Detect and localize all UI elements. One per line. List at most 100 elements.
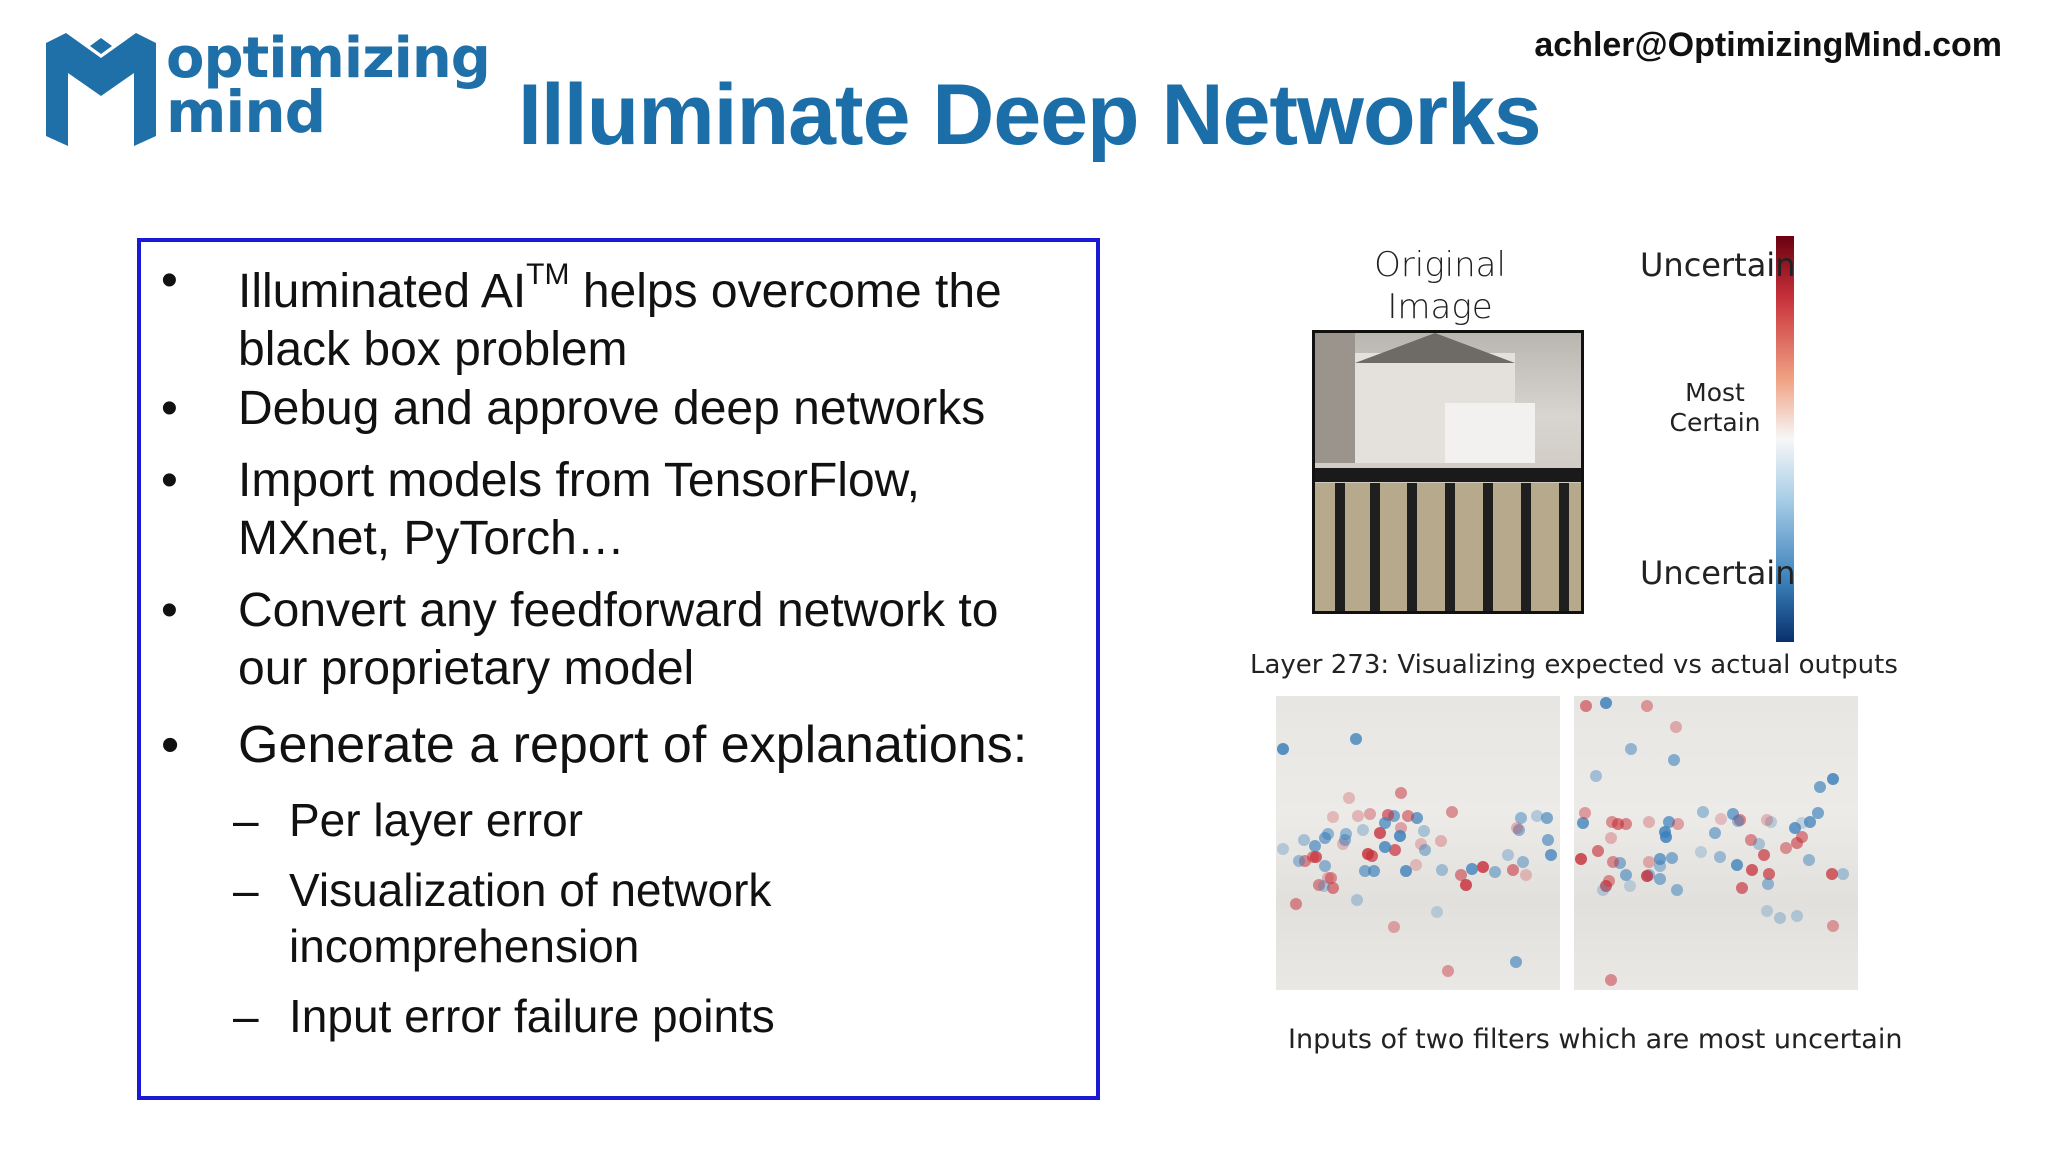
heatmap-speckle: [1761, 878, 1774, 891]
layer-caption: Layer 273: Visualizing expected vs actua…: [1250, 650, 1898, 680]
heatmap-speckle: [1662, 816, 1675, 829]
heatmap-speckle: [1326, 811, 1339, 824]
heatmap-speckle: [1760, 905, 1773, 918]
heatmap-speckle: [1752, 838, 1765, 851]
heatmap-speckle: [1730, 858, 1743, 871]
heatmap-speckle: [1540, 812, 1553, 825]
heatmap-speckle: [1624, 742, 1637, 755]
heatmap-speckle: [1796, 816, 1809, 829]
uncertainty-colorbar: [1776, 236, 1794, 642]
heatmap-speckle: [1465, 862, 1478, 875]
heatmap-background: [1574, 696, 1858, 990]
dash-glyph: –: [233, 864, 259, 916]
bullet-glyph: •: [161, 254, 178, 307]
bullet-glyph: •: [161, 716, 180, 774]
heatmap-speckle: [1606, 855, 1619, 868]
heatmap-speckle: [1580, 699, 1593, 712]
bullet-text-cont: helps overcome the black box problem: [238, 265, 1002, 376]
filter-heatmap-2: [1574, 696, 1858, 990]
heatmap-speckle: [1419, 843, 1432, 856]
heatmap-speckle: [1745, 833, 1758, 846]
heatmap-speckle: [1510, 821, 1523, 834]
heatmap-speckle: [1293, 855, 1306, 868]
heatmap-speckle: [1299, 855, 1312, 868]
logo-m-icon: [46, 33, 156, 146]
heatmap-speckle: [1764, 816, 1777, 829]
heatmap-speckle: [1367, 865, 1380, 878]
bullet-text: Illuminated AI: [238, 265, 527, 318]
heatmap-speckle: [1309, 851, 1322, 864]
heatmap-speckle: [1596, 883, 1609, 896]
balcony-photo-sketch: [1315, 333, 1581, 611]
heatmap-speckle: [1746, 863, 1759, 876]
heatmap-speckle: [1395, 786, 1408, 799]
heatmap-speckle: [1802, 854, 1815, 867]
heatmap-speckle: [1574, 853, 1587, 866]
heatmap-speckle: [1352, 810, 1365, 823]
heatmap-speckle: [1378, 817, 1391, 830]
heatmap-speckle: [1791, 837, 1804, 850]
bullet-glyph: •: [161, 584, 178, 637]
heatmap-speckle: [1671, 884, 1684, 897]
heatmap-speckle: [1667, 754, 1680, 767]
colorbar-label-middle: Most Certain: [1669, 378, 1761, 437]
heatmap-speckle: [1501, 848, 1514, 861]
heatmap-speckle: [1510, 955, 1523, 968]
sub-text: Input error failure points: [289, 990, 775, 1042]
heatmap-speckle: [1659, 831, 1672, 844]
colorbar-label-bottom: Uncertain: [1640, 554, 1796, 592]
sub-text: Per layer error: [289, 794, 583, 846]
heatmap-speckle: [1317, 880, 1330, 893]
heatmap-speckle: [1441, 965, 1454, 978]
heatmap-speckle: [1694, 845, 1707, 858]
heatmap-speckle: [1476, 860, 1489, 873]
heatmap-speckle: [1488, 866, 1501, 879]
heatmap-speckle: [1827, 773, 1840, 786]
heatmap-speckle: [1600, 879, 1613, 892]
heatmap-speckle: [1624, 880, 1637, 893]
bullet-text: Generate a report of explanations:: [238, 716, 1028, 774]
heatmap-speckle: [1774, 912, 1787, 925]
heatmap-speckle: [1351, 894, 1364, 907]
heatmap-speckle: [1709, 826, 1722, 839]
heatmap-speckle: [1578, 806, 1591, 819]
heatmap-speckle: [1653, 873, 1666, 886]
heatmap-speckle: [1825, 868, 1838, 881]
heatmap-speckle: [1349, 732, 1362, 745]
heatmap-speckle: [1359, 865, 1372, 878]
heatmap-speckle: [1312, 878, 1325, 891]
heatmap-speckle: [1731, 815, 1744, 828]
bullet-text: Convert any feedforward network to our p…: [238, 584, 999, 695]
heatmap-speckle: [1431, 906, 1444, 919]
heatmap-speckle: [1388, 844, 1401, 857]
dash-glyph: –: [233, 794, 259, 846]
heatmap-speckle: [1827, 919, 1840, 932]
heatmap-speckle: [1592, 844, 1605, 857]
heatmap-speckle: [1604, 832, 1617, 845]
heatmap-speckle: [1666, 852, 1679, 865]
heatmap-speckle: [1531, 810, 1544, 822]
heatmap-speckle: [1378, 841, 1391, 854]
heatmap-speckle: [1696, 806, 1709, 818]
heatmap-speckle: [1454, 868, 1467, 881]
heatmap-speckle: [1318, 859, 1331, 872]
heatmap-speckle: [1714, 851, 1727, 864]
heatmap-speckle: [1388, 920, 1401, 933]
heatmap-speckle: [1758, 848, 1771, 861]
heatmap-speckle: [1640, 699, 1653, 712]
filter-heatmap-1: [1276, 696, 1560, 990]
heatmap-speckle: [1290, 898, 1303, 911]
heatmap-speckle: [1343, 792, 1356, 805]
bullet-glyph: •: [161, 382, 178, 435]
heatmap-speckle: [1762, 868, 1775, 881]
heatmap-speckle: [1643, 855, 1656, 868]
heatmap-speckle: [1507, 864, 1520, 877]
heatmap-speckle: [1811, 807, 1824, 820]
heatmap-speckle: [1671, 817, 1684, 830]
heatmap-speckle: [1414, 838, 1427, 851]
slide-title: Illuminate Deep Networks: [518, 67, 1542, 163]
heatmap-speckle: [1324, 872, 1337, 885]
heatmap-speckle: [1620, 869, 1633, 882]
heatmap-speckle: [1760, 814, 1773, 827]
heatmap-speckle: [1409, 858, 1422, 871]
